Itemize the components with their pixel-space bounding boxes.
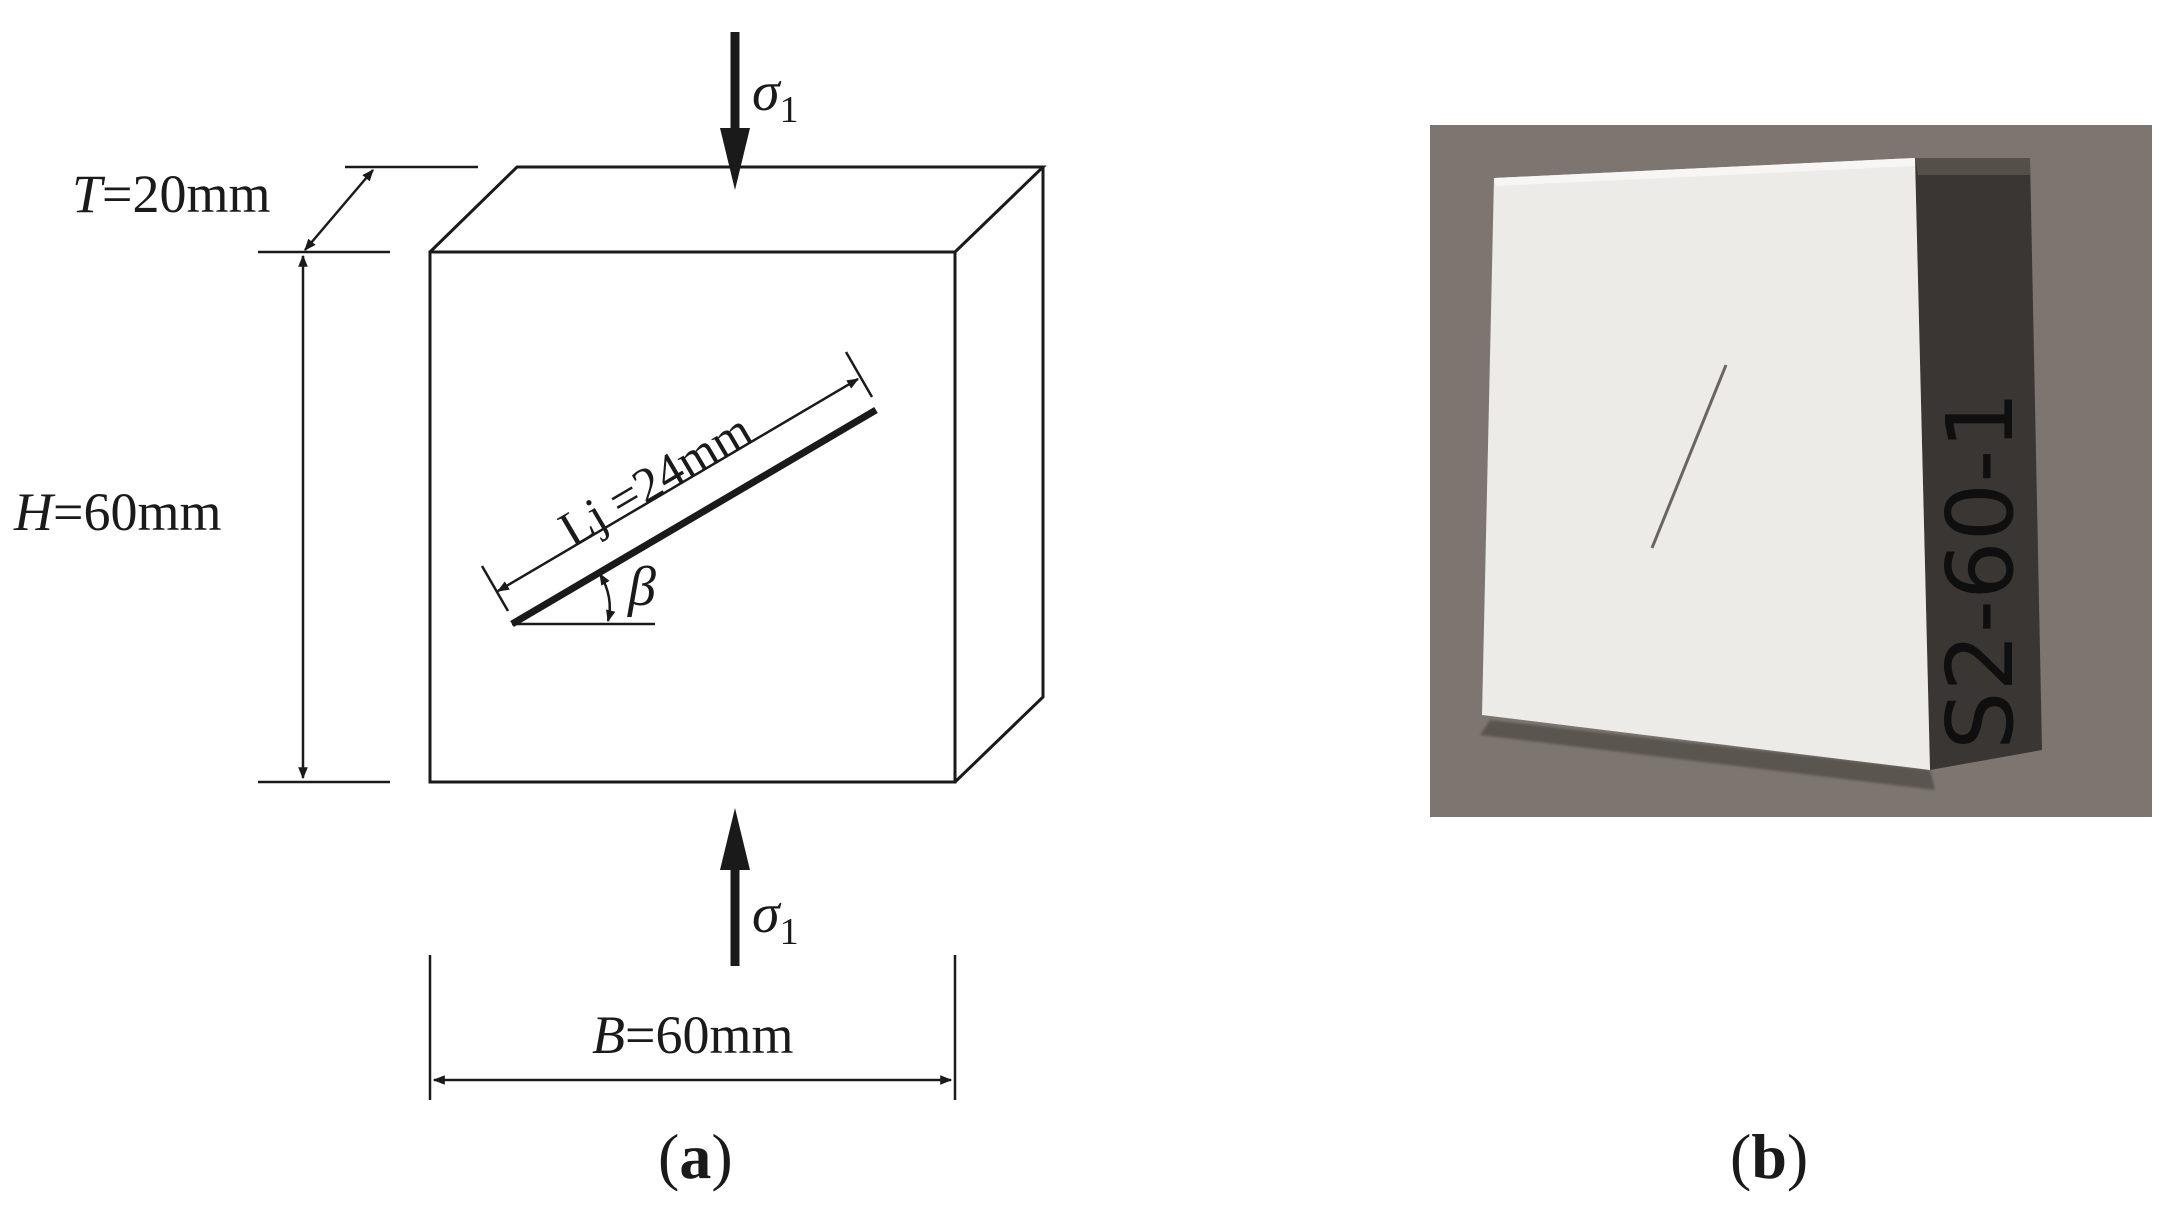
specimen-front-face (1482, 158, 1930, 770)
height-dimension (258, 254, 390, 784)
specimen-side-face (1915, 158, 2042, 770)
specimen-mark: S2-60-1 (1927, 391, 2034, 750)
panel-b-photo: S2-60-1 (b) (1430, 125, 2152, 1192)
width-dimension (428, 955, 957, 1100)
specimen-block-outline (428, 165, 1047, 784)
stress-label-bottom: σ1 (752, 883, 799, 953)
stress-arrow-bottom (720, 808, 750, 966)
flaw-length-label: Lj =24mm (549, 401, 761, 557)
height-label: H=60mm (13, 482, 221, 542)
panel-a-label: (a) (658, 1121, 733, 1192)
panel-a-diagram: σ1 T=20mm H=60mm (13, 32, 1047, 1192)
flaw-angle-arc (598, 572, 616, 623)
stress-arrow-top (720, 32, 750, 190)
stress-label-top: σ1 (752, 61, 799, 131)
flaw-length-dimension (480, 351, 874, 612)
thickness-dimension (258, 165, 478, 254)
width-label: B=60mm (592, 1005, 793, 1065)
specimen-flaw (1650, 364, 1728, 549)
thickness-label: T=20mm (72, 164, 271, 224)
flaw-angle-label: β (627, 556, 656, 618)
panel-b-label: (b) (1730, 1121, 1808, 1192)
